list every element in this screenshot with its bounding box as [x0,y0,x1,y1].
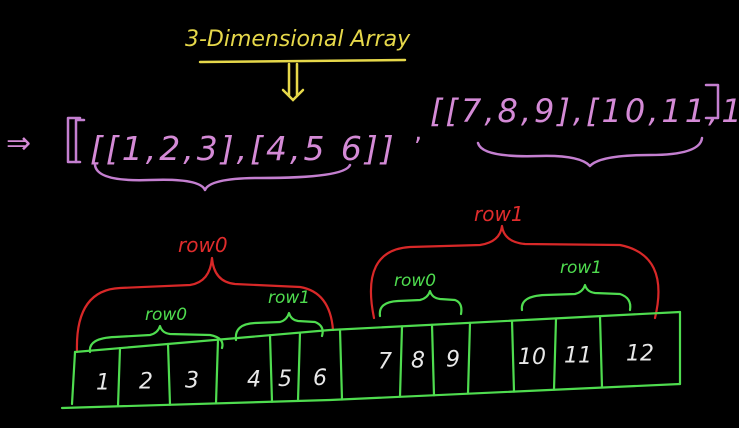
array-separator-comma: , [414,117,422,147]
cell-dividers [116,315,604,408]
cell-divider [116,347,122,408]
memory-cell-value: 10 [518,345,546,370]
memory-cell-value: 1 [96,370,110,395]
outer-row-1-label: row1 [474,202,524,226]
inner-row-1-a-annotation: row1 [234,288,324,342]
cell-divider [338,328,344,401]
inner-row-0-a-annotation: row0 [88,305,224,354]
inner-row-0-a-label: row0 [145,305,187,325]
memory-cell-value: 4 [247,367,261,392]
cell-divider [166,342,172,406]
down-arrow-icon [281,62,305,102]
cell-divider [430,323,436,397]
diagram-title: 3-Dimensional Array [185,27,411,52]
inner-row-1-b-annotation: row1 [520,258,632,312]
outer-row-0-label: row0 [178,233,228,257]
title-underline [198,58,407,64]
inner-row-1-b-label: row1 [560,258,602,278]
array-literal-group-0: [[1,2,3],[4,5 6]] [66,116,397,192]
memory-cell-value: 6 [313,366,327,391]
implies-symbol: ⇒ [6,126,31,161]
outer-row-1-annotation: row1 [369,202,660,320]
memory-cell-value: 12 [626,342,654,367]
cell-divider [214,338,220,405]
outer-row-1-brace [369,224,660,320]
memory-cell-value: 11 [564,344,592,369]
outer-bracket-left [66,116,82,164]
array-literal-group-0-text: [[1,2,3],[4,5 6]] [90,129,397,168]
cell-divider [268,334,274,403]
cell-divider [398,325,404,398]
memory-strip-top-edge [73,310,682,354]
brace-group-1 [476,136,704,168]
cell-divider [466,321,472,395]
inner-row-1-a-label: row1 [268,288,310,308]
inner-row-0-b-label: row0 [394,271,436,291]
outer-row-0-annotation: row0 [75,233,335,354]
array-literal-group-1-text: [[7,8,9],[10,11,12]] [430,92,739,130]
array-literal-group-1: [[7,8,9],[10,11,12]] [430,83,739,168]
cell-divider [510,319,516,393]
inner-row-0-b-annotation: row0 [378,271,463,318]
cell-divider [552,317,558,391]
cell-divider [296,331,302,402]
memory-cell-value: 9 [446,347,460,372]
memory-cell-value: 7 [378,349,392,374]
cell-divider [598,315,604,389]
outer-row-0-brace [75,256,335,354]
memory-cell-value: 5 [278,367,292,392]
outer-bracket-right [704,83,720,120]
memory-cell-value: 2 [139,370,153,395]
memory-cell-value: 8 [411,348,425,373]
brace-group-0 [93,163,352,192]
memory-cell-value: 3 [185,369,199,394]
memory-strip-bottom-edge [60,382,682,410]
